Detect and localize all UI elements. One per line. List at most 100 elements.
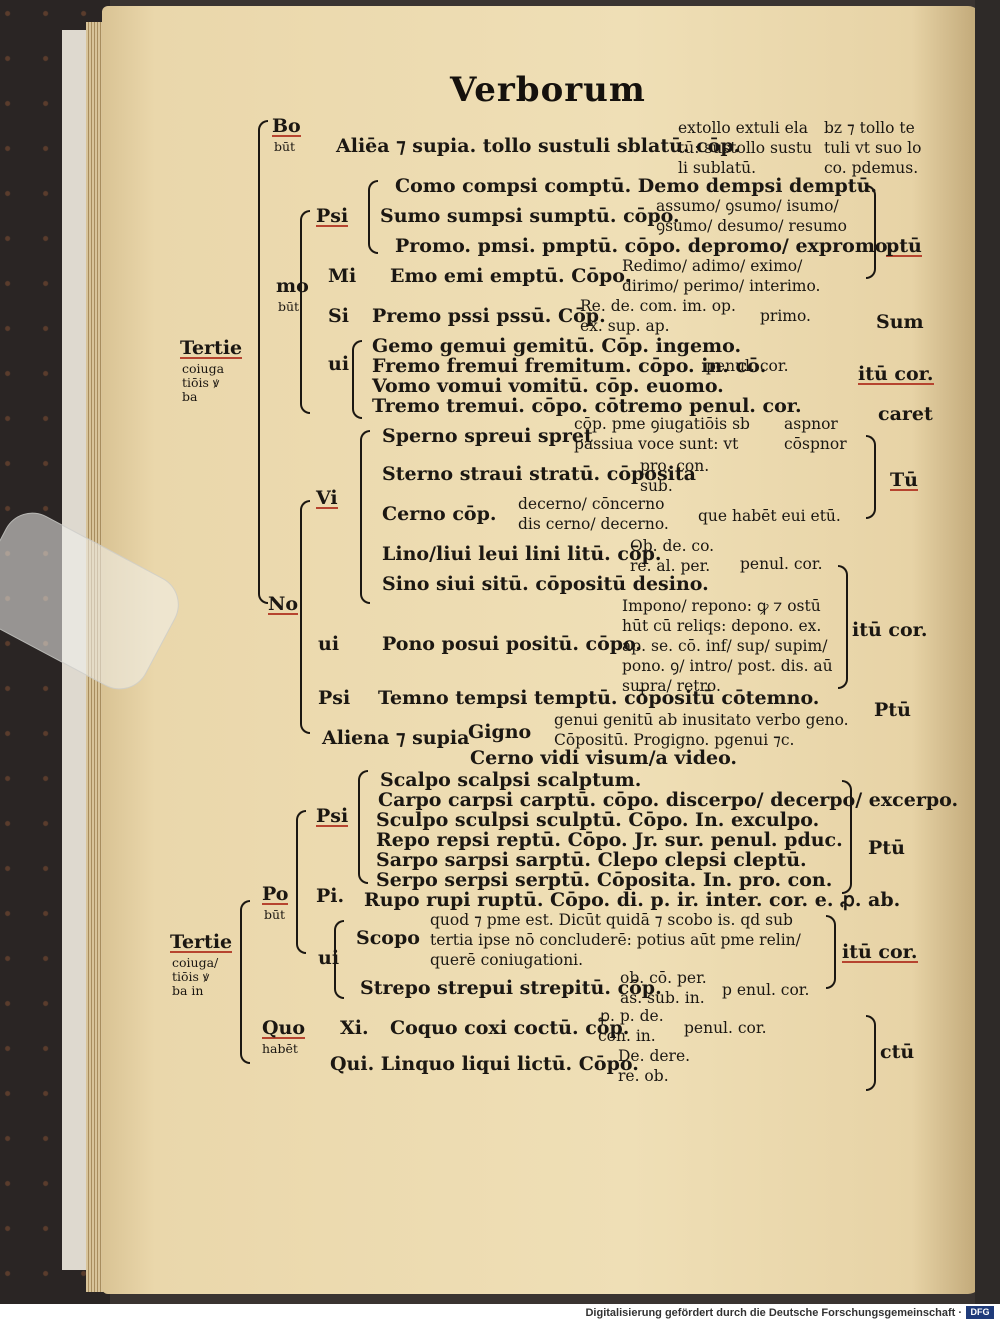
sub-text: re. al. per. bbox=[630, 558, 710, 575]
col1-mo: mo bbox=[276, 278, 309, 295]
verb-line: Carpo carpsi carptū. cōpo. discerpo/ dec… bbox=[378, 792, 958, 809]
sub-text: De. dere. bbox=[618, 1048, 690, 1065]
verb-line: Temno tempsi temptū. cōpositū cōtemno. bbox=[378, 690, 819, 707]
sub-text: extollo extuli ela bbox=[678, 120, 808, 137]
verb-line: Pono posui positū. cōpo. bbox=[382, 636, 642, 653]
col2-mi: Mi bbox=[328, 268, 356, 285]
right-label: Tū bbox=[890, 472, 918, 491]
sub-text: cōp. pme ꝯiugatiōis sb bbox=[574, 416, 750, 433]
col1-mo-sub: būt bbox=[278, 300, 299, 313]
col2-ui: ui bbox=[328, 356, 349, 373]
verb-line: Vomo vomui vomitū. cōp. euomo. bbox=[372, 378, 724, 395]
verb-line: Tremo tremui. cōpo. cōtremo penul. cor. bbox=[372, 398, 802, 415]
col2-pi: Pi. bbox=[316, 888, 344, 905]
col2-si: Si bbox=[328, 308, 349, 325]
sub-text: Re. de. com. im. op. bbox=[580, 298, 736, 315]
sub-text: aspnor bbox=[784, 416, 838, 433]
col1-quo-sub: habēt bbox=[262, 1042, 298, 1055]
verb-line: Sperno spreui spret bbox=[382, 428, 593, 445]
group-brace bbox=[358, 770, 368, 884]
group-brace bbox=[368, 180, 378, 254]
verb-line: Sarpo sarpsi sarptū. Clepo clepsi cleptū… bbox=[376, 852, 807, 869]
sub-text: Redimo/ adimo/ eximo/ bbox=[622, 258, 802, 275]
verb-line: Qui. Linquo liqui lictū. Cōpo. bbox=[330, 1056, 639, 1073]
sub-text: penul. cor. bbox=[706, 358, 789, 375]
footer-credit: Digitalisierung gefördert durch die Deut… bbox=[585, 1307, 962, 1319]
col2-ui3: ui bbox=[318, 950, 339, 967]
sub-text: decerno/ cōncerno bbox=[518, 496, 664, 513]
facing-page-edge bbox=[975, 0, 1000, 1304]
verb-line: Rupo rupi ruptū. Cōpo. di. p. ir. inter.… bbox=[364, 892, 900, 909]
verb-line: Repo repsi reptū. Cōpo. Jr. sur. penul. … bbox=[376, 832, 843, 849]
dfg-logo: DFG bbox=[966, 1306, 994, 1319]
verb-line: Sino siui sitū. cōpositū desino. bbox=[382, 576, 709, 593]
right-label: Ptū bbox=[868, 840, 905, 857]
sub-text: bz ⁊ tollo te bbox=[824, 120, 915, 137]
sub-text: pono. ꝯ/ intro/ post. dis. aū bbox=[622, 658, 833, 675]
right-brace bbox=[866, 1015, 876, 1091]
verb-line: Sculpo sculpsi sculptū. Cōpo. In. exculp… bbox=[376, 812, 819, 829]
col1-po: Po bbox=[262, 886, 288, 905]
right-label: itū cor. bbox=[858, 366, 934, 385]
col2-psi: Psi bbox=[316, 208, 348, 227]
sub-text: Ob. de. co. bbox=[630, 538, 714, 555]
verb-line: Promo. pmsi. pmptū. cōpo. depromo/ expro… bbox=[395, 238, 894, 255]
left-header-line: tiōis ꝟ bbox=[172, 970, 209, 983]
verb-line: Lino/liui leui lini litū. cōp. bbox=[382, 546, 662, 563]
sub-brace bbox=[300, 500, 310, 734]
verb-line: Gemo gemui gemitū. Cōp. ingemo. bbox=[372, 338, 741, 355]
left-header-tertie-2: Tertie bbox=[170, 934, 232, 953]
right-label: itū cor. bbox=[842, 944, 918, 963]
sub-brace bbox=[296, 810, 306, 954]
right-label: Sum bbox=[876, 314, 924, 331]
sub-text: re. ob. bbox=[618, 1068, 669, 1085]
sub-text: con. in. bbox=[598, 1028, 656, 1045]
sub-text: sub. bbox=[640, 478, 673, 495]
verb-line: Cerno cōp. bbox=[382, 506, 496, 523]
sub-text: ap. se. cō. inf/ sup/ supim/ bbox=[622, 638, 827, 655]
col1-quo: Quo bbox=[262, 1020, 305, 1039]
col2-xi: Xi. bbox=[340, 1020, 369, 1037]
sub-text: penul. cor. bbox=[684, 1020, 767, 1037]
col2-ui2: ui bbox=[318, 636, 339, 653]
col2-psi2: Psi bbox=[318, 690, 350, 707]
verb-line: Gigno bbox=[468, 724, 531, 741]
verb-line: Strepo strepui strepitū. cōp. bbox=[360, 980, 662, 997]
group-brace bbox=[360, 430, 370, 604]
main-brace bbox=[240, 900, 250, 1064]
right-brace bbox=[866, 435, 876, 519]
sub-text: tū: sustollo sustu bbox=[678, 140, 812, 157]
sub-text: p enul. cor. bbox=[722, 982, 809, 999]
sub-brace bbox=[300, 210, 310, 414]
sub-text: quod ⁊ pme est. Dicūt quidā ⁊ scobo is. … bbox=[430, 912, 793, 929]
col1-no: No bbox=[268, 596, 298, 615]
sub-text: passiua voce sunt: vt bbox=[574, 436, 738, 453]
sub-text: pro. con. bbox=[640, 458, 709, 475]
left-header-line: tiōis ꝟ bbox=[182, 376, 219, 389]
page-title: Verborum bbox=[450, 70, 646, 110]
sub-text: assumo/ ꝯsumo/ isumo/ bbox=[656, 198, 839, 215]
col2-vi: Vi bbox=[316, 490, 338, 509]
verb-line: Como compsi comptū. Demo dempsi demptū. bbox=[395, 178, 877, 195]
sub-text: li sublatū. bbox=[678, 160, 756, 177]
sub-text: Cōpositū. Progigno. pgenui ⁊c. bbox=[554, 732, 794, 749]
verb-line: Premo pssi pssū. Cōp. bbox=[372, 308, 606, 325]
sub-text: hūt cū reliqs: depono. ex. bbox=[622, 618, 821, 635]
verb-line: Emo emi emptū. Cōpo. bbox=[390, 268, 631, 285]
sub-text: ex. sup. ap. bbox=[580, 318, 670, 335]
sub-text: tuli vt suo lo bbox=[824, 140, 921, 157]
verb-line: Coquo coxi coctū. cōp. bbox=[390, 1020, 629, 1037]
footer-bar: Digitalisierung gefördert durch die Deut… bbox=[0, 1304, 1000, 1322]
sub-text: dis cerno/ decerno. bbox=[518, 516, 669, 533]
verb-line: Scopo bbox=[356, 930, 420, 947]
verb-line: Aliena ⁊ supia bbox=[322, 730, 469, 747]
sub-text: ꝯsumo/ desumo/ resumo bbox=[656, 218, 847, 235]
col1-bo: Bo bbox=[272, 118, 301, 137]
left-header-line: ba bbox=[182, 390, 197, 403]
right-label: caret bbox=[878, 406, 933, 423]
right-brace bbox=[838, 565, 848, 689]
col1-po-sub: būt bbox=[264, 908, 285, 921]
right-brace bbox=[866, 185, 876, 279]
sub-text: genui genitū ab inusitato verbo geno. bbox=[554, 712, 849, 729]
